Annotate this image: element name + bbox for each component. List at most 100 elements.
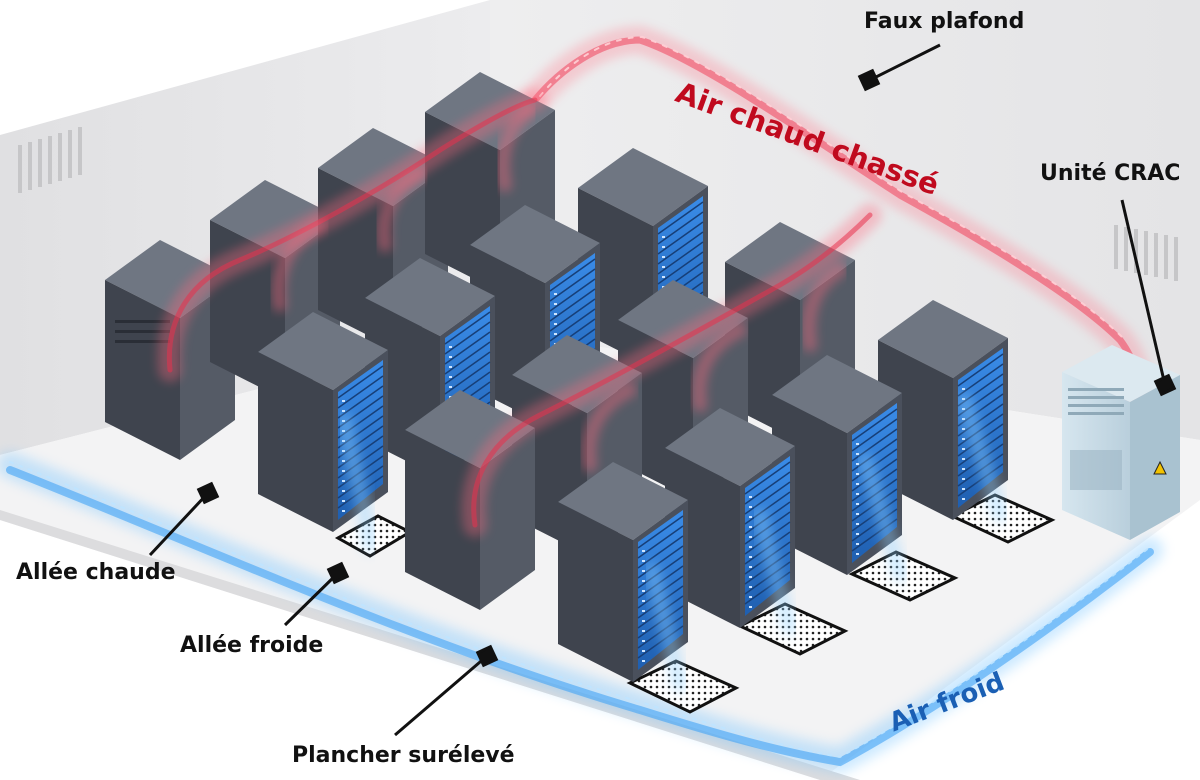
server-led <box>342 460 345 462</box>
server-led <box>749 526 752 528</box>
server-slot <box>444 351 491 385</box>
server-slot <box>851 448 898 482</box>
server-led <box>642 630 645 632</box>
server-led <box>856 543 859 545</box>
server-slot <box>637 515 684 549</box>
server-slot <box>657 251 704 285</box>
server-led <box>962 478 965 480</box>
server-slot <box>337 445 384 479</box>
server-led <box>449 366 452 368</box>
server-led <box>856 513 859 515</box>
server-slot <box>549 258 596 292</box>
server-slot <box>549 268 596 302</box>
server-led <box>749 566 752 568</box>
server-led <box>749 536 752 538</box>
server-led <box>856 493 859 495</box>
server-led <box>962 498 965 500</box>
server-led <box>554 293 557 295</box>
server-led <box>749 546 752 548</box>
server-led <box>554 313 557 315</box>
server-led <box>342 470 345 472</box>
left-wall-vent <box>18 127 82 193</box>
server-slot <box>444 331 491 365</box>
server-led <box>749 556 752 558</box>
server-slot <box>657 221 704 255</box>
server-slot <box>957 403 1004 437</box>
server-led <box>749 606 752 608</box>
server-led <box>449 376 452 378</box>
callout-lines <box>148 43 1177 737</box>
server-led <box>749 496 752 498</box>
server-led <box>642 610 645 612</box>
server-led <box>642 570 645 572</box>
crac-unit-callout: Unité CRAC <box>1040 161 1181 186</box>
ceiling-callout: Faux plafond <box>864 9 1025 34</box>
server-slot <box>657 211 704 245</box>
server-slot <box>744 461 791 495</box>
raised-floor-callout: Plancher surélevé <box>292 743 515 768</box>
server-led <box>342 510 345 512</box>
back-row-racks <box>105 72 555 460</box>
server-slot <box>744 491 791 525</box>
server-slot <box>337 375 384 409</box>
server-slot <box>851 508 898 542</box>
server-led <box>962 428 965 430</box>
server-slot <box>444 321 491 355</box>
server-led <box>749 596 752 598</box>
server-led <box>662 276 665 278</box>
server-led <box>642 550 645 552</box>
server-led <box>554 303 557 305</box>
server-slot <box>657 201 704 235</box>
server-slot <box>851 498 898 532</box>
server-led <box>962 458 965 460</box>
server-slot <box>744 561 791 595</box>
server-led <box>962 438 965 440</box>
server-led <box>642 580 645 582</box>
server-slot <box>637 525 684 559</box>
server-slot <box>957 353 1004 387</box>
server-slot <box>337 385 384 419</box>
cold-air-flow <box>0 452 1163 774</box>
server-slot <box>444 311 491 345</box>
hot-air-plumes-back <box>157 88 547 382</box>
server-slot <box>657 241 704 275</box>
server-slot <box>444 361 491 395</box>
server-slot <box>549 288 596 322</box>
server-led <box>449 386 452 388</box>
cold-air-plumes <box>338 393 1007 692</box>
warning-icon <box>1153 460 1167 475</box>
server-led <box>642 560 645 562</box>
server-slot <box>744 471 791 505</box>
server-led <box>856 483 859 485</box>
server-led <box>662 256 665 258</box>
server-slot <box>657 231 704 265</box>
server-led <box>342 500 345 502</box>
server-led <box>962 388 965 390</box>
server-slot <box>637 625 684 659</box>
server-led <box>554 333 557 335</box>
server-led <box>962 488 965 490</box>
server-led <box>856 503 859 505</box>
server-slot <box>337 365 384 399</box>
hot-aisle-callout: Allée chaude <box>16 560 176 585</box>
server-led <box>449 356 452 358</box>
server-led <box>342 400 345 402</box>
server-slot <box>549 298 596 332</box>
server-led <box>642 600 645 602</box>
server-slot <box>549 278 596 312</box>
server-slot <box>851 408 898 442</box>
server-led <box>642 650 645 652</box>
hot-air-return-flow <box>521 25 1150 409</box>
server-led <box>342 480 345 482</box>
server-led <box>642 640 645 642</box>
server-led <box>962 448 965 450</box>
hot-air-plumes-front <box>461 203 882 537</box>
server-led <box>749 576 752 578</box>
server-slot <box>549 308 596 342</box>
server-slot <box>637 535 684 569</box>
server-led <box>342 490 345 492</box>
server-led <box>856 553 859 555</box>
server-slot <box>744 481 791 515</box>
server-led <box>662 236 665 238</box>
